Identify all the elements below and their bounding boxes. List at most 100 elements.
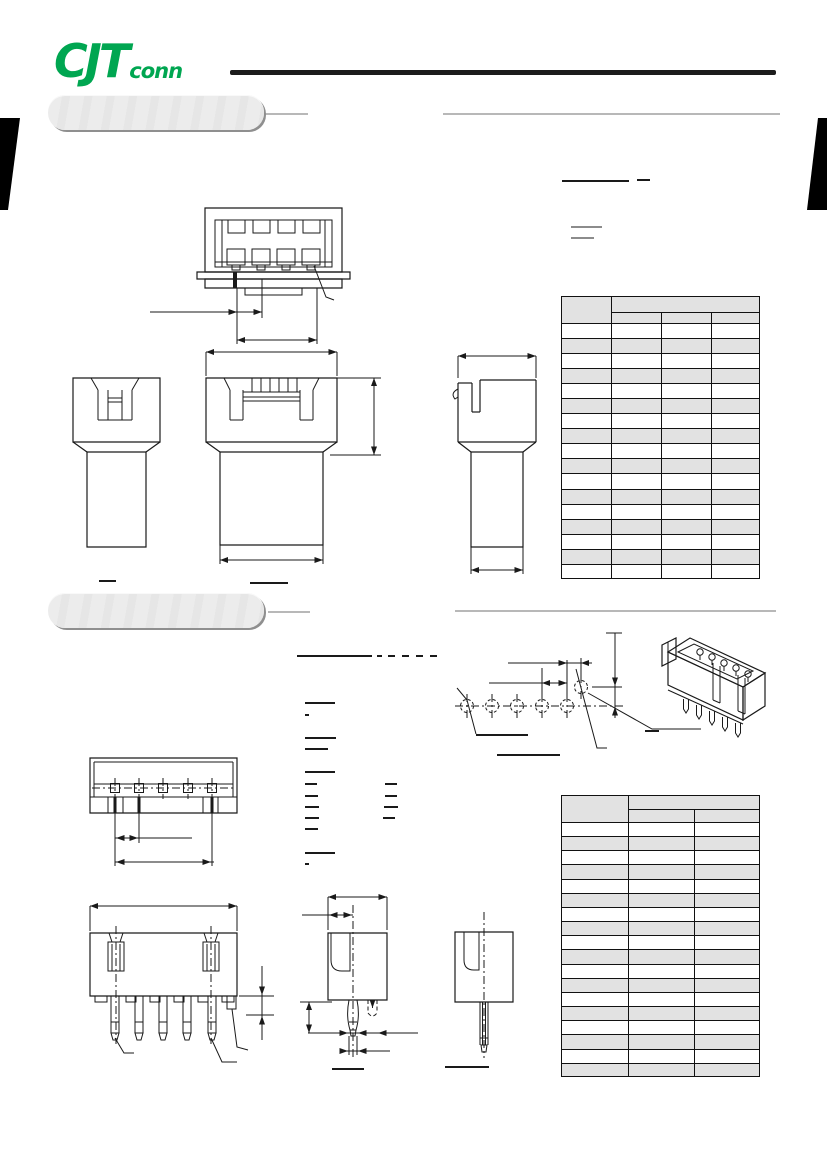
table-cell — [712, 459, 759, 473]
table-cell — [662, 534, 712, 549]
table-cell — [662, 474, 712, 489]
table-cell — [562, 399, 612, 414]
table-cell — [612, 339, 662, 354]
table-cell — [629, 823, 695, 837]
table-row — [562, 504, 759, 520]
table-cell — [612, 474, 662, 489]
table-cell — [629, 865, 695, 879]
table-cell — [562, 823, 629, 837]
table-cell — [562, 1021, 629, 1035]
table-cell — [662, 399, 712, 414]
table-cell — [612, 429, 662, 444]
table-cell — [662, 354, 712, 369]
table-cell — [695, 837, 759, 850]
table-cell — [562, 1007, 629, 1021]
table-row — [562, 1049, 759, 1064]
header-isometric-view — [645, 638, 765, 737]
table-row — [562, 354, 759, 370]
table-cell — [562, 489, 612, 504]
wafer-section-view-a — [300, 894, 418, 1069]
table-cell — [612, 444, 662, 459]
table-cell — [695, 851, 759, 864]
housing-dimension-table — [561, 296, 760, 579]
table-cell — [695, 865, 759, 878]
table-cell — [662, 339, 712, 354]
table-cell — [629, 907, 695, 922]
table-cell — [612, 534, 662, 549]
table-cell — [562, 324, 612, 339]
table-cell — [629, 1007, 695, 1021]
table-cell — [712, 429, 759, 443]
table-row — [562, 879, 759, 894]
table-cell — [612, 519, 662, 534]
table-cell — [712, 520, 759, 534]
table-cell — [662, 459, 712, 474]
table-row — [562, 865, 759, 880]
table-cell — [562, 564, 612, 578]
table-cell — [562, 964, 629, 978]
table-cell — [629, 1049, 695, 1063]
table-cell — [562, 384, 612, 399]
table-cell — [629, 879, 695, 893]
table-cell — [562, 879, 629, 893]
wafer-section-view-b — [445, 912, 513, 1067]
table-cell — [629, 922, 695, 936]
table-cell — [695, 823, 759, 836]
table-cell — [629, 964, 695, 978]
table-cell — [562, 369, 612, 384]
housing-side-view — [73, 378, 160, 581]
table-cell — [562, 1035, 629, 1049]
table-cell — [612, 414, 662, 429]
table-cell — [712, 474, 759, 488]
left-edge-mark — [0, 118, 20, 210]
table-cell — [562, 519, 612, 534]
table-cell — [562, 474, 612, 489]
table-cell — [629, 936, 695, 950]
table-cell — [662, 519, 712, 534]
table-cell — [695, 965, 759, 978]
section-banner-housing — [48, 95, 264, 130]
table-row — [562, 823, 759, 838]
table-row — [562, 950, 759, 965]
table-cell — [695, 1035, 759, 1048]
table-cell — [562, 865, 629, 879]
table-cell — [562, 837, 629, 851]
table-cell — [629, 1063, 695, 1076]
table-cell — [629, 893, 695, 907]
housing-dimension-table-sub-header — [662, 313, 712, 323]
housing-dimension-table-corner-header — [562, 297, 612, 323]
spec-underlines — [305, 703, 398, 864]
table-cell — [712, 369, 759, 383]
table-cell — [695, 894, 759, 907]
table-cell — [612, 384, 662, 399]
table-cell — [662, 564, 712, 578]
table-cell — [629, 992, 695, 1007]
table-cell — [629, 851, 695, 865]
header-dimension-table-sub-header — [629, 810, 695, 822]
table-cell — [712, 505, 759, 519]
table-cell — [562, 992, 629, 1007]
table-cell — [612, 504, 662, 519]
header-dimension-table-group-header — [629, 796, 759, 810]
table-row — [562, 534, 759, 550]
table-cell — [712, 354, 759, 368]
table-row — [562, 399, 759, 415]
table-row — [562, 324, 759, 340]
table-row — [562, 459, 759, 475]
table-row — [562, 489, 759, 505]
table-row — [562, 429, 759, 445]
table-cell — [562, 936, 629, 950]
table-cell — [712, 384, 759, 398]
table-cell — [562, 978, 629, 992]
table-cell — [712, 535, 759, 549]
table-cell — [612, 564, 662, 578]
table-cell — [629, 837, 695, 851]
table-cell — [695, 1021, 759, 1034]
table-cell — [612, 549, 662, 564]
table-cell — [712, 565, 759, 578]
table-cell — [562, 922, 629, 936]
table-cell — [662, 489, 712, 504]
section-banner-header — [48, 593, 264, 628]
table-cell — [662, 504, 712, 519]
